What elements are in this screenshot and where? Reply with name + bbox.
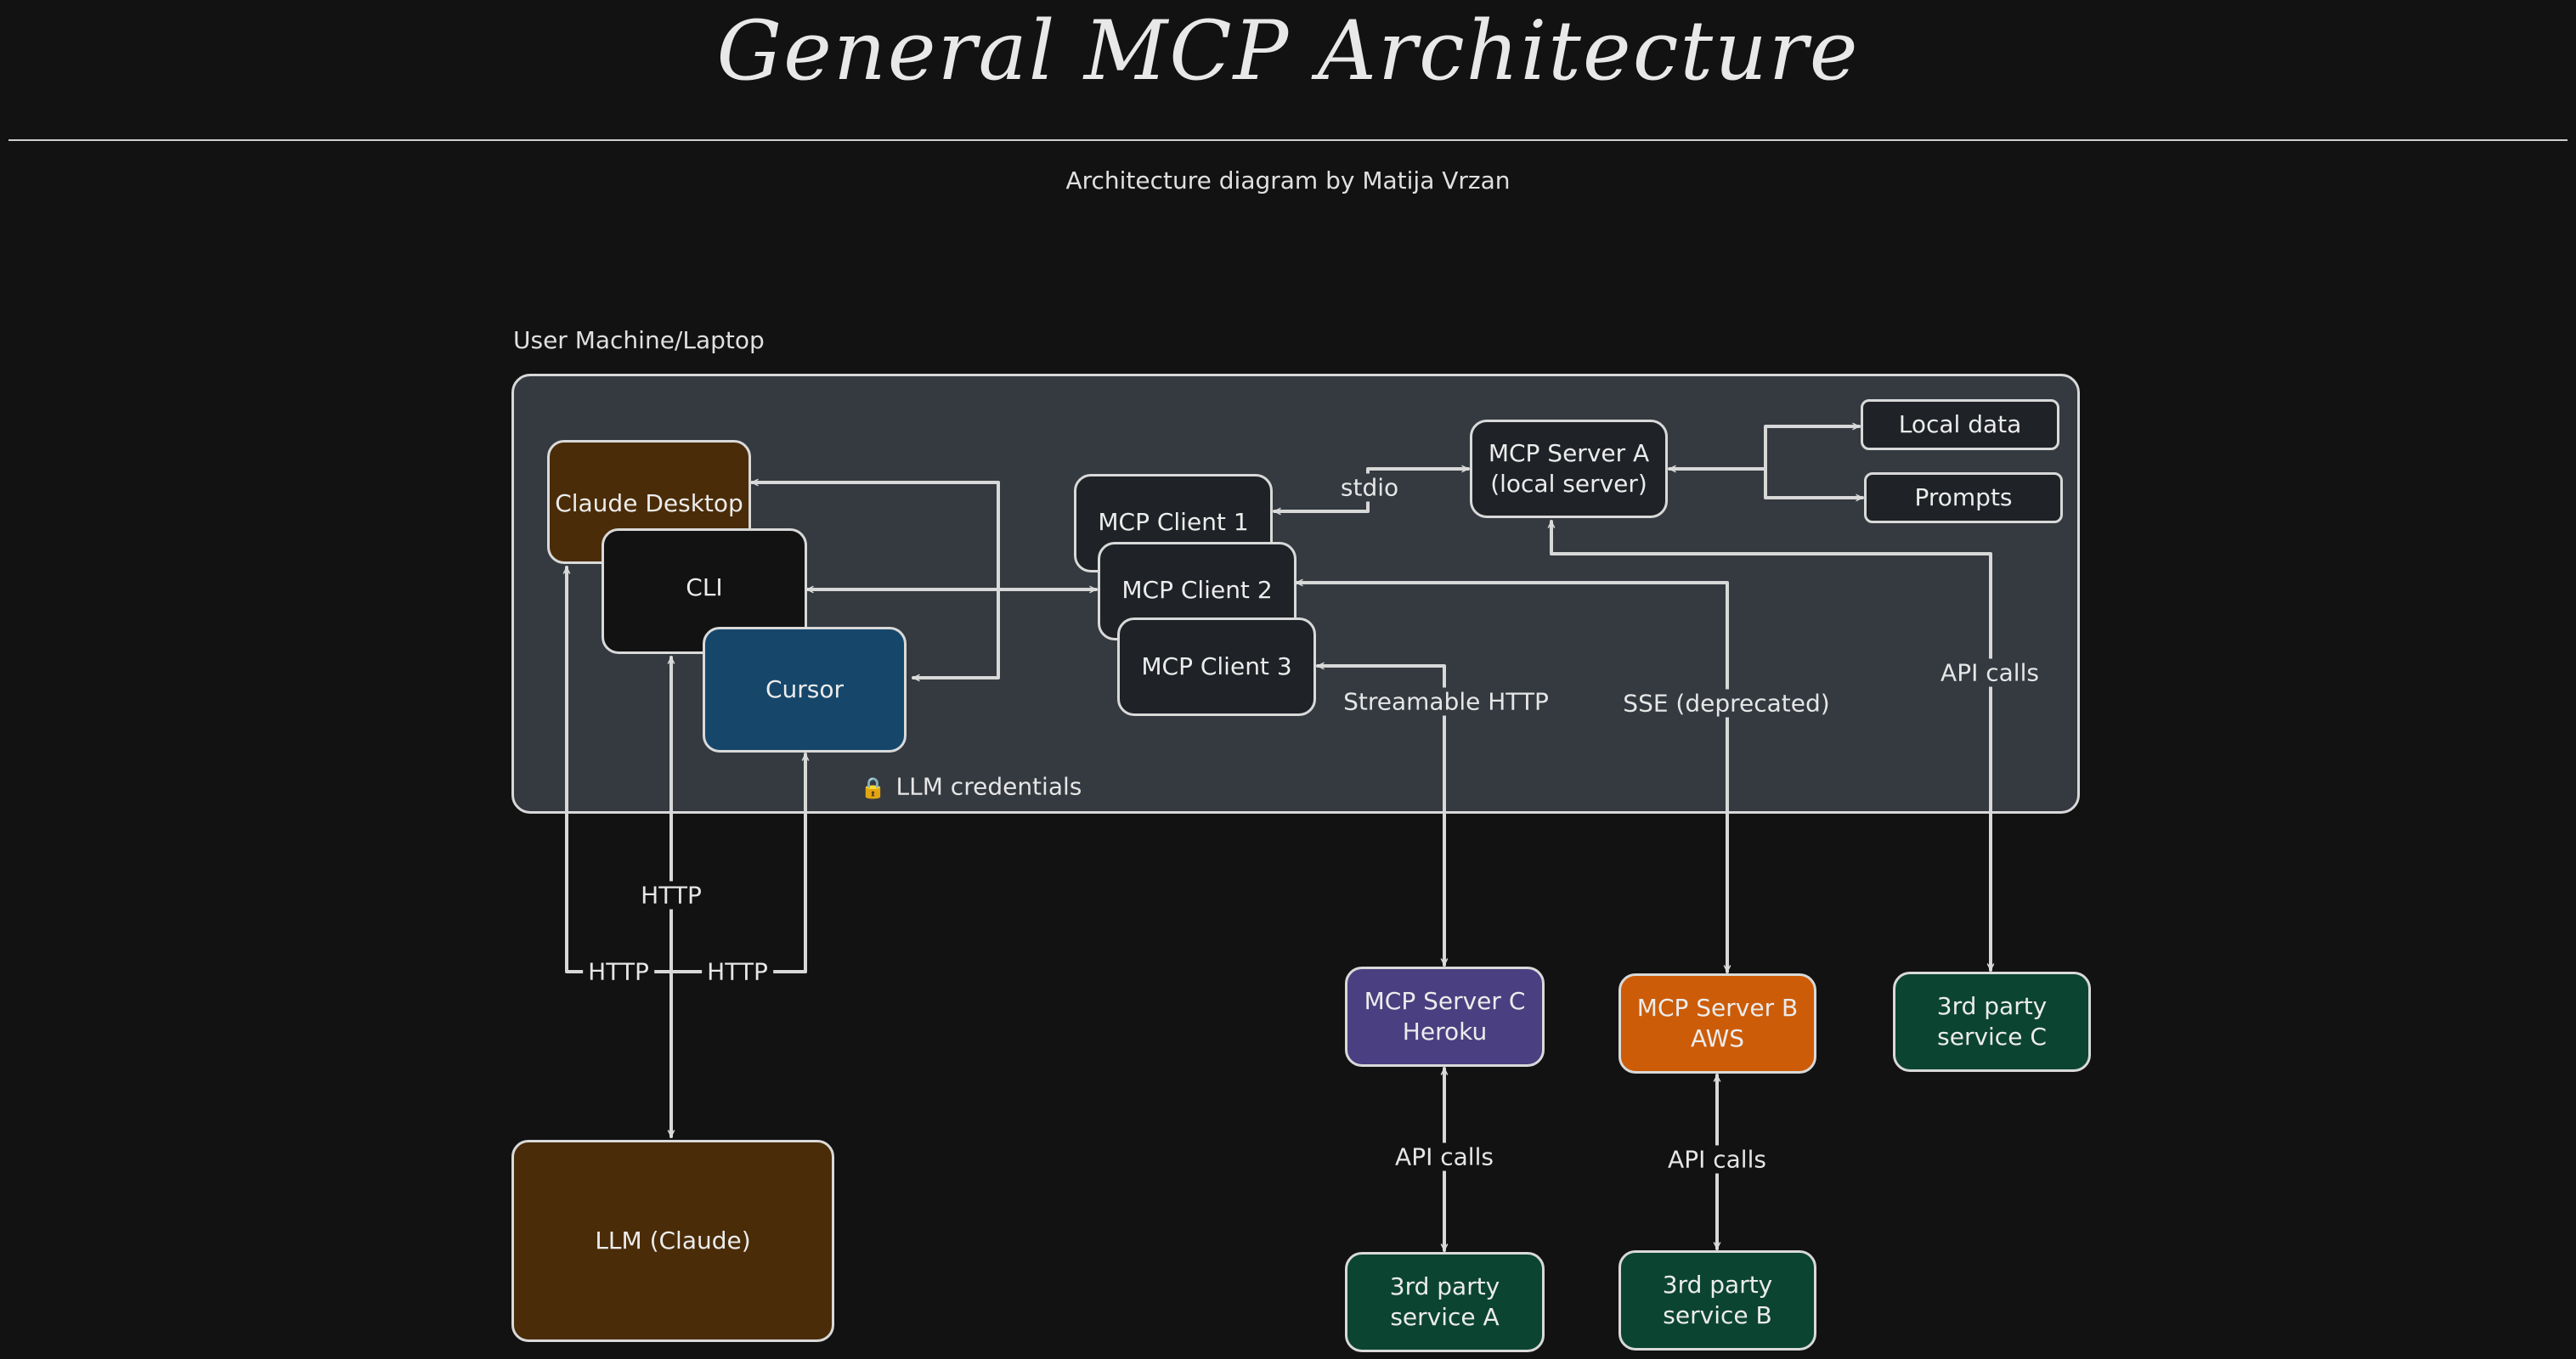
cursor-node[interactable]: Cursor [703, 627, 907, 753]
api-calls-label-c: API calls [1935, 658, 2044, 687]
api-calls-label-a: API calls [1390, 1142, 1499, 1171]
server-a-to-third-c-connector [1551, 520, 1991, 972]
mcp-server-a-node[interactable]: MCP Server A (local server) [1470, 420, 1668, 518]
streamable-http-connector [1316, 666, 1444, 967]
cursor-to-client-connector [912, 588, 1000, 678]
streamable-http-label: Streamable HTTP [1338, 687, 1554, 716]
title-divider [8, 139, 2568, 141]
api-calls-label-b: API calls [1663, 1145, 1771, 1174]
page-title: General MCP Architecture [716, 3, 1860, 99]
user-machine-label: User Machine/Laptop [513, 326, 765, 354]
third-party-service-b-node[interactable]: 3rd party service B [1618, 1250, 1816, 1351]
server-a-to-resources-connector [1668, 426, 1861, 469]
http-label-cli: HTTP [636, 881, 707, 910]
cursor-to-llm-connector [669, 753, 805, 973]
llm-credentials-label: 🔒 LLM credentials [856, 773, 1087, 801]
http-label-cursor: HTTP [702, 957, 773, 986]
llm-claude-node[interactable]: LLM (Claude) [511, 1140, 834, 1342]
sse-label: SSE (deprecated) [1618, 689, 1835, 718]
server-a-to-prompts-connector [1764, 467, 1864, 498]
mcp-server-c-node[interactable]: MCP Server C Heroku [1345, 967, 1545, 1067]
lock-icon: 🔒 [860, 775, 886, 800]
third-party-service-c-node[interactable]: 3rd party service C [1893, 972, 2091, 1072]
mcp-client-3-node[interactable]: MCP Client 3 [1117, 617, 1316, 716]
mcp-server-b-node[interactable]: MCP Server B AWS [1618, 973, 1816, 1074]
third-party-service-a-node[interactable]: 3rd party service A [1345, 1252, 1545, 1352]
http-label-claude-desktop: HTTP [583, 957, 654, 986]
stdio-label: stdio [1335, 473, 1404, 502]
prompts-node[interactable]: Prompts [1864, 472, 2063, 523]
llm-credentials-text: LLM credentials [895, 772, 1082, 801]
sse-connector [1295, 583, 1727, 973]
claude-desktop-to-client-connector [750, 482, 1000, 591]
page-subtitle: Architecture diagram by Matija Vrzan [1065, 166, 1511, 195]
local-data-node[interactable]: Local data [1861, 399, 2059, 450]
